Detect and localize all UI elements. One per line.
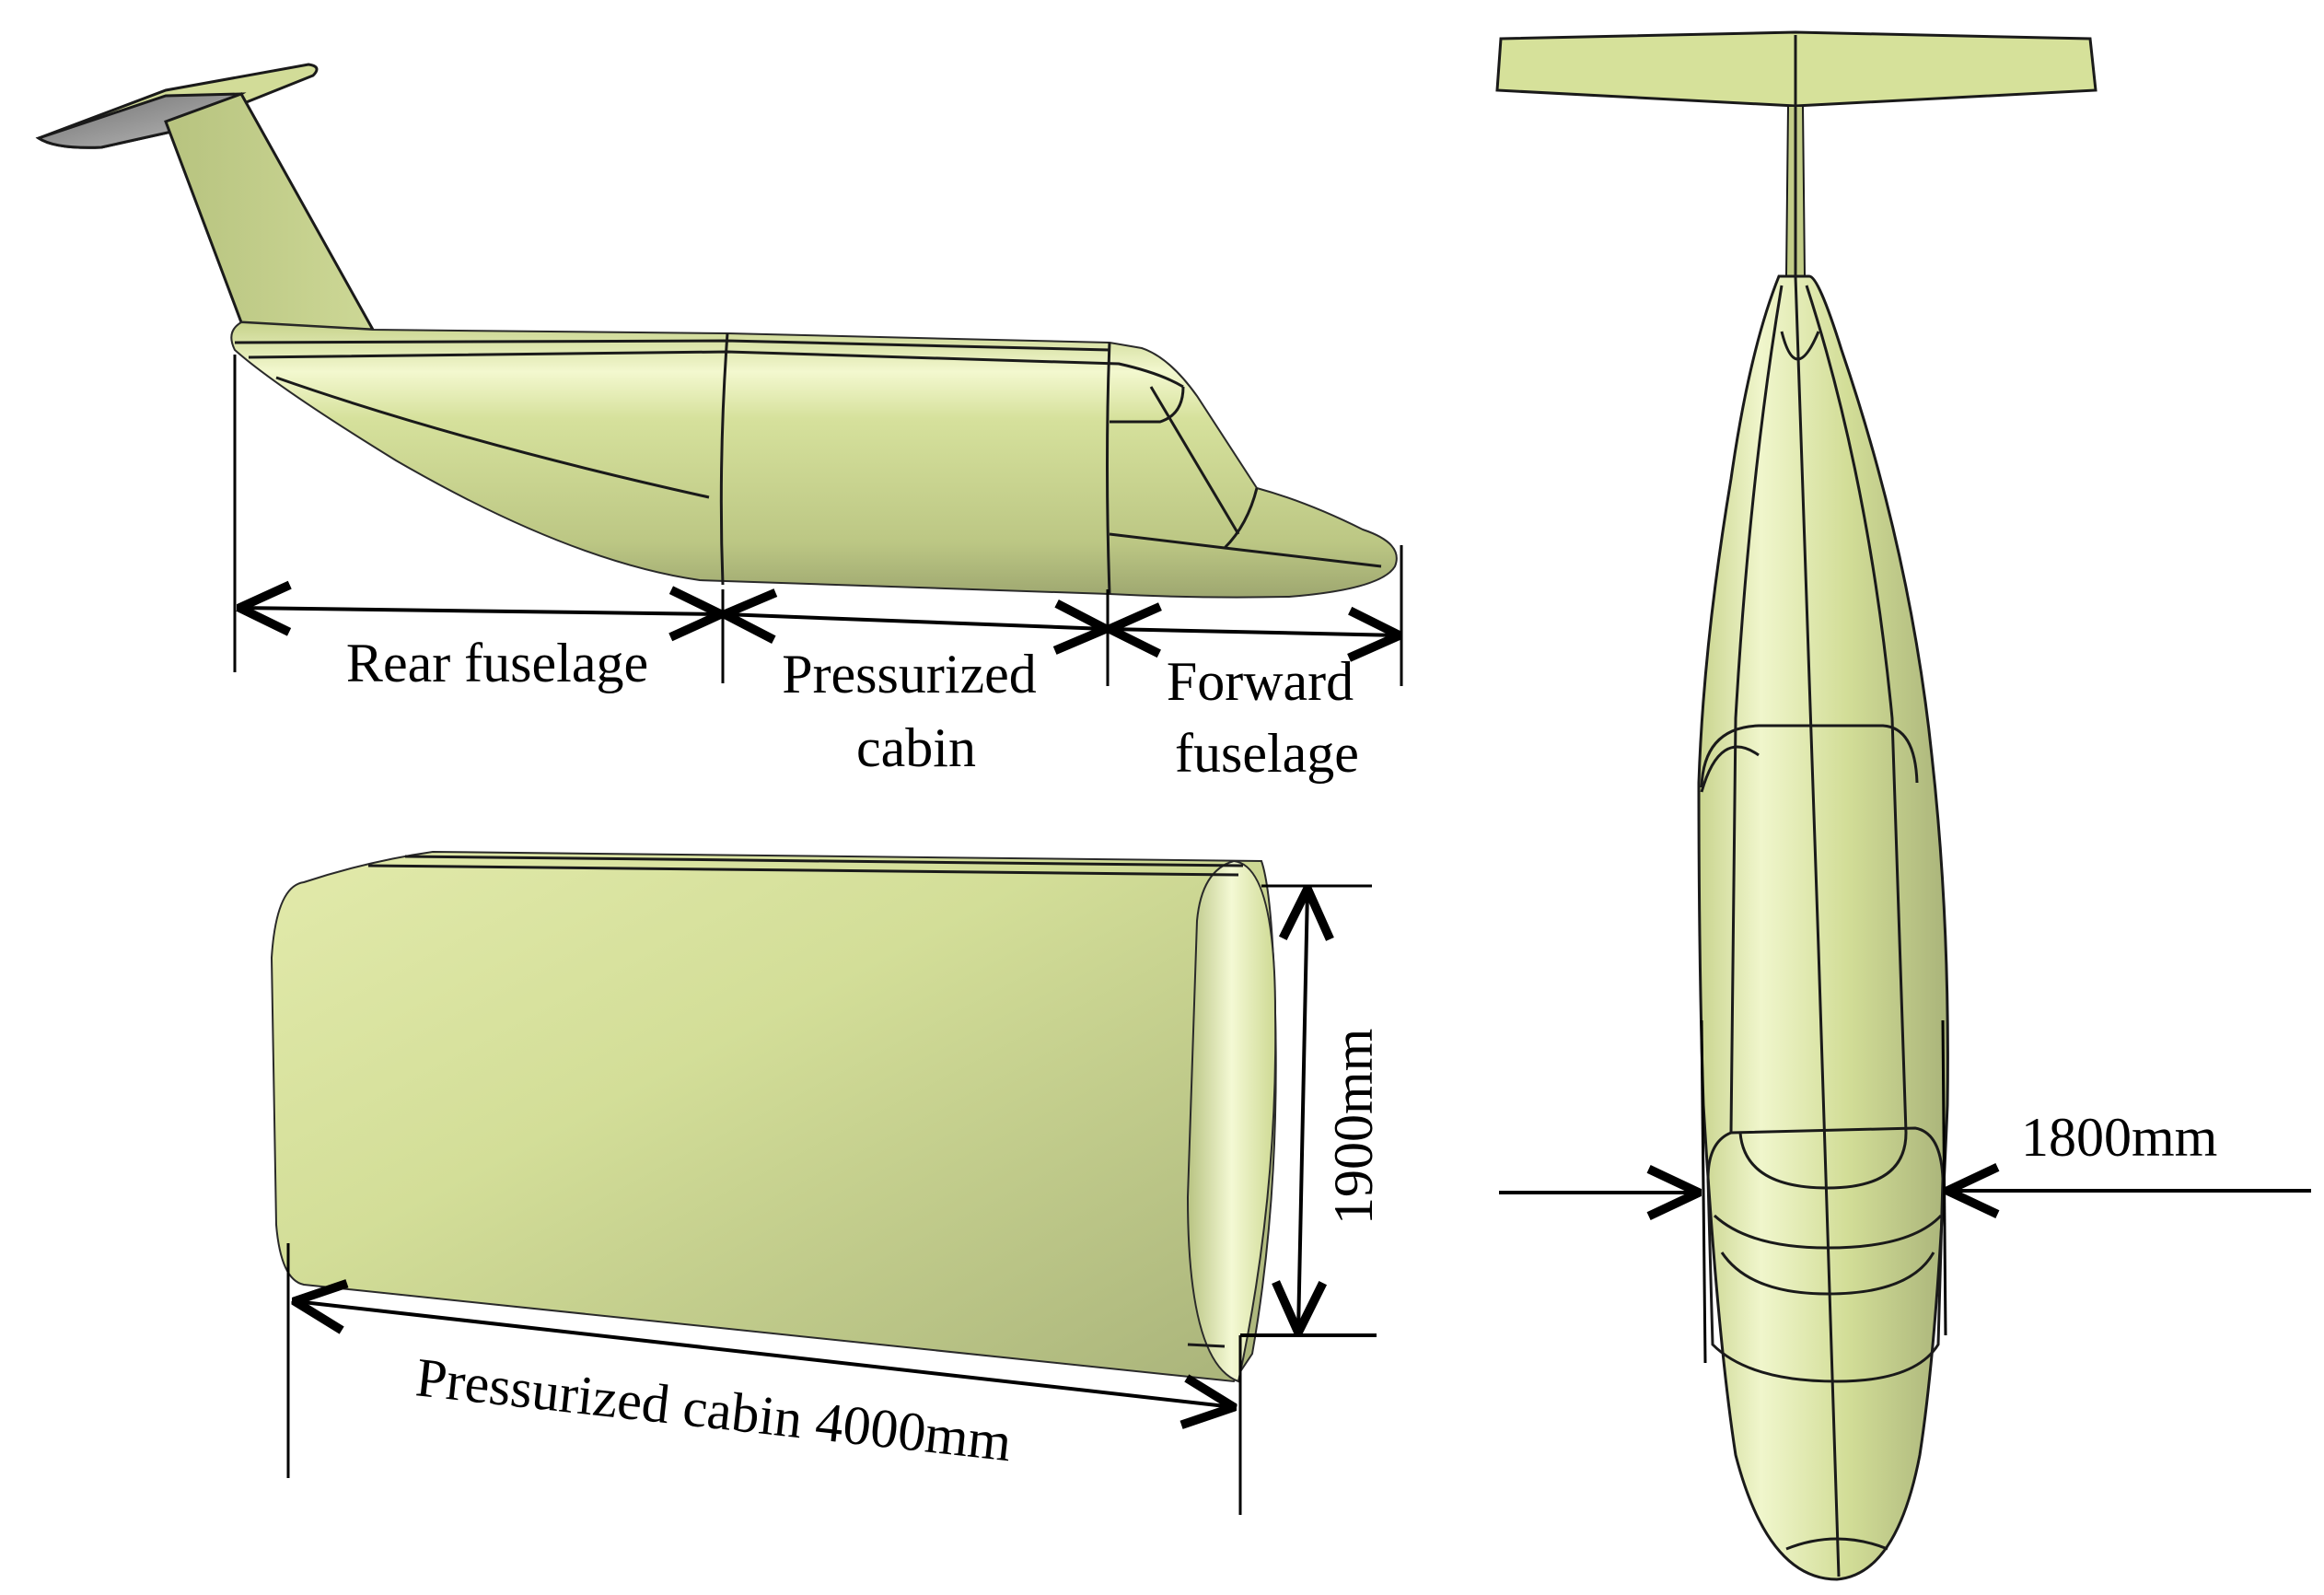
- label-cabin-height: 1900mm: [1323, 1029, 1384, 1225]
- label-cabin-length: Pressurized cabin 4000mm: [413, 1346, 1015, 1473]
- vertical-fin: [164, 92, 376, 332]
- top-view-dimensions: [1499, 1019, 2311, 1364]
- fuselage-body: [230, 320, 1398, 599]
- cabin-end-face: [1186, 859, 1277, 1383]
- pressurized-cabin-model: [270, 850, 1277, 1383]
- label-top-width: 1800mm: [2021, 1107, 2217, 1168]
- cabin-body: [270, 850, 1277, 1383]
- cabin-dimensions: [286, 884, 1377, 1515]
- side-view-aircraft: [35, 63, 1398, 599]
- side-view-dimensions: [233, 355, 1401, 686]
- label-rear-fuselage: Rear fuselage: [346, 633, 648, 693]
- top-fuselage: [1697, 274, 1949, 1581]
- label-forward-fuselage: Forward fuselage: [1167, 651, 1367, 784]
- label-pressurized-cabin: Pressurized cabin: [782, 644, 1051, 778]
- top-view-aircraft: [1495, 30, 2097, 1581]
